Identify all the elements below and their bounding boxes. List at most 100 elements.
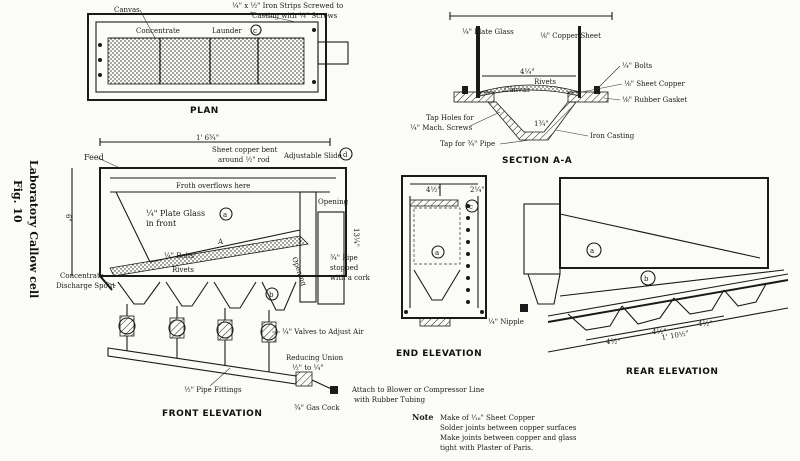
plan-screw bbox=[98, 43, 102, 47]
front-pipe-label-2: stopped bbox=[330, 264, 359, 272]
end-nipple bbox=[419, 317, 451, 327]
front-reducing-union bbox=[295, 371, 313, 387]
end-launder bbox=[409, 199, 459, 207]
notes-line-2: Solder joints between copper surfaces bbox=[440, 424, 577, 432]
plan-launder-mark: c bbox=[253, 27, 257, 35]
rear-dim-3: 4½" bbox=[698, 320, 712, 328]
front-sheet-copper-label-2: around ½" rod bbox=[218, 156, 270, 164]
front-opening-bottom-label: Opening bbox=[290, 256, 308, 288]
front-hopper bbox=[261, 281, 297, 311]
front-conc-spout-label-1: Concentrate bbox=[60, 272, 104, 280]
section-bolt bbox=[594, 86, 600, 94]
front-canvas-bottom bbox=[109, 235, 309, 277]
front-attach-label-2: with Rubber Tubing bbox=[354, 396, 426, 404]
plan-outer-frame bbox=[87, 13, 327, 101]
notes-line-4: tight with Plaster of Paris. bbox=[440, 444, 533, 452]
section-left-flange bbox=[453, 91, 495, 103]
end-caption: END ELEVATION bbox=[396, 349, 482, 359]
end-mark-c: c bbox=[469, 203, 473, 211]
front-mark-a: a bbox=[223, 211, 227, 219]
rear-end-box bbox=[523, 203, 561, 275]
front-plate-glass-label-1: ¼" Plate Glass bbox=[146, 209, 205, 218]
front-bolts-label: ¼" Bolts bbox=[164, 252, 195, 260]
rear-elevation: a b 4½" 4½" 4½" 1' 10½" REAR ELEVATION bbox=[520, 177, 789, 377]
front-conc-spout-label-2: Discharge Spout bbox=[56, 282, 115, 290]
section-plate-glass bbox=[476, 26, 480, 98]
rear-overall-dim bbox=[547, 307, 789, 353]
plan-launder-mark-circle bbox=[250, 24, 262, 36]
front-froth-label: Froth overflows here bbox=[176, 182, 250, 190]
front-pipe-label-1: ¾" Pipe bbox=[330, 254, 358, 262]
end-nipple-label: ¼" Nipple bbox=[488, 318, 524, 326]
plan-screw bbox=[98, 58, 102, 62]
section-caption: SECTION A-A bbox=[502, 156, 572, 166]
plan-launder-label: Launder bbox=[212, 27, 242, 35]
section-view: ¼" Plate Glass ⅛" Copper Sheet ¼" Bolts … bbox=[410, 12, 687, 166]
rear-slope bbox=[559, 213, 761, 259]
notes-head: Note bbox=[412, 412, 433, 422]
section-copper-sheet-label: ⅛" Copper Sheet bbox=[540, 32, 601, 40]
end-screw-column bbox=[404, 204, 484, 314]
rear-dim-1: 4½" bbox=[606, 338, 620, 346]
plan-concentrate-label: Concentrate bbox=[136, 27, 180, 35]
section-canvas bbox=[479, 84, 581, 97]
front-pipe-label-3: with a cork bbox=[330, 274, 371, 282]
plan-canvas-mesh bbox=[107, 37, 305, 85]
section-dim-a: 4¼" bbox=[520, 68, 534, 76]
side-caption: Fig. 10 Laboratory Callow cell bbox=[11, 160, 40, 298]
plan-caption: PLAN bbox=[190, 106, 219, 116]
end-hopper bbox=[413, 269, 461, 301]
section-tap-pipe-label: Tap for ¾" Pipe bbox=[440, 140, 495, 148]
section-sheet-copper-label: ⅛" Sheet Copper bbox=[624, 80, 686, 88]
front-adjustable-slide-label: Adjustable Slide bbox=[283, 152, 342, 160]
rear-hopper bbox=[723, 283, 767, 307]
plan-view: Canvas Concentrate Launder c ¼" x ½" Iro… bbox=[87, 2, 349, 116]
front-end-box bbox=[317, 211, 345, 305]
section-iron-casting bbox=[487, 101, 577, 141]
front-slide-mark: d bbox=[343, 151, 348, 159]
front-caption: FRONT ELEVATION bbox=[162, 409, 262, 419]
front-height-dim-label: 6" bbox=[64, 214, 72, 222]
rear-hopper bbox=[673, 289, 725, 315]
section-plate-glass-label: ¼" Plate Glass bbox=[462, 28, 514, 36]
plan-canvas-label: Canvas bbox=[114, 6, 140, 14]
front-fittings-label: ½" Pipe Fittings bbox=[184, 386, 242, 394]
rear-spacing-dim bbox=[585, 315, 725, 341]
section-bolt bbox=[462, 86, 468, 94]
section-iron-casting-label: Iron Casting bbox=[590, 132, 635, 140]
rear-caption: REAR ELEVATION bbox=[626, 367, 718, 377]
front-reducing-label-2: ½" to ¼" bbox=[292, 364, 324, 372]
notes-line-3: Make joints between copper and glass bbox=[440, 434, 577, 442]
front-manifold-pipe bbox=[107, 347, 297, 385]
rear-nipple bbox=[520, 304, 528, 312]
notes-block: Note Make of ¹⁄₁₆" Sheet Copper Solder j… bbox=[412, 412, 577, 452]
section-canvas-label: Canvas bbox=[504, 86, 530, 94]
figure-title: Laboratory Callow cell bbox=[27, 160, 40, 298]
plan-iron-strips-label-2: Casting with ¼" Screws bbox=[252, 12, 338, 20]
front-reducing-label-1: Reducing Union bbox=[286, 354, 344, 362]
rear-base-rail bbox=[547, 279, 789, 323]
front-rivets-label: Rivets bbox=[172, 266, 194, 274]
front-feed-label: Feed bbox=[84, 153, 104, 162]
rear-hopper bbox=[567, 305, 623, 331]
front-slope bbox=[115, 191, 151, 263]
front-gas-cock-label: ¾" Gas Cock bbox=[294, 404, 340, 412]
section-dim-b: 1¾" bbox=[534, 120, 548, 128]
end-dim-a: 4½" bbox=[426, 186, 440, 194]
figure-number: Fig. 10 bbox=[11, 180, 24, 223]
end-mark-a: a bbox=[435, 249, 439, 257]
end-dim-b: 2¼" bbox=[470, 186, 484, 194]
section-copper-sheet bbox=[578, 26, 581, 98]
end-elevation: 4½" 2¼" c a END ELEVATION bbox=[396, 175, 487, 359]
rear-hopper bbox=[621, 297, 675, 325]
section-right-flange bbox=[567, 91, 609, 103]
front-elevation: 1' 6¾" bbox=[56, 134, 484, 419]
section-bolts-label: ¼" Bolts bbox=[622, 62, 653, 70]
front-opening-slot bbox=[299, 191, 317, 303]
front-gas-cock bbox=[330, 386, 338, 394]
front-hopper bbox=[213, 281, 257, 309]
front-valves-label: ¼" Valves to Adjust Air bbox=[282, 328, 364, 336]
front-hopper bbox=[117, 281, 161, 305]
rear-end-hopper bbox=[527, 273, 561, 305]
